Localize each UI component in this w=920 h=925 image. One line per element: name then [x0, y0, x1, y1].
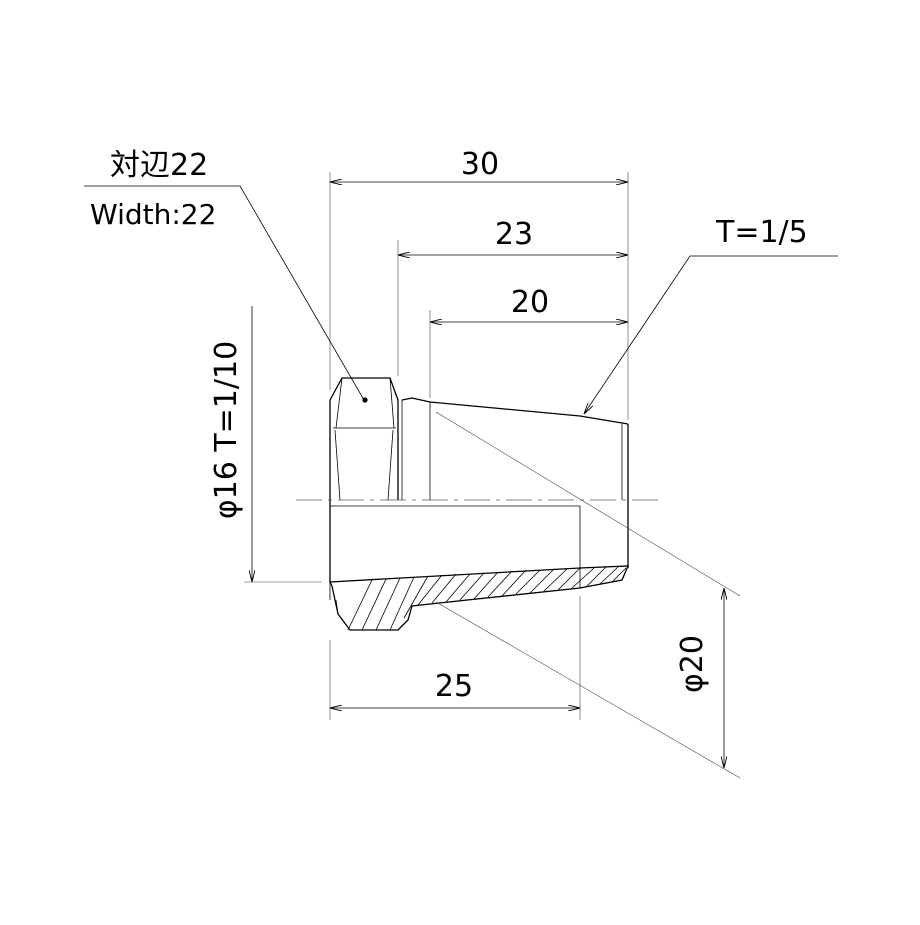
width-across-flats-jp-label: 対辺22	[110, 148, 208, 183]
overall-length-label: 30	[461, 147, 499, 182]
length-25-label: 25	[435, 669, 473, 704]
outer-diameter-label: φ20	[675, 635, 710, 693]
leader-lines	[84, 185, 838, 414]
extension-lines	[244, 172, 741, 779]
length-20-label: 20	[511, 285, 549, 320]
width-across-flats-en-label: Width:22	[90, 198, 216, 231]
dimension-lines	[252, 182, 724, 768]
part-outline	[296, 377, 660, 582]
bore-spec-label: φ16 T=1/10	[209, 341, 244, 519]
thread-taper-label: T=1/5	[715, 215, 808, 250]
section-hatching	[347, 566, 627, 631]
section-view	[328, 565, 630, 631]
length-23-label: 23	[495, 217, 533, 252]
